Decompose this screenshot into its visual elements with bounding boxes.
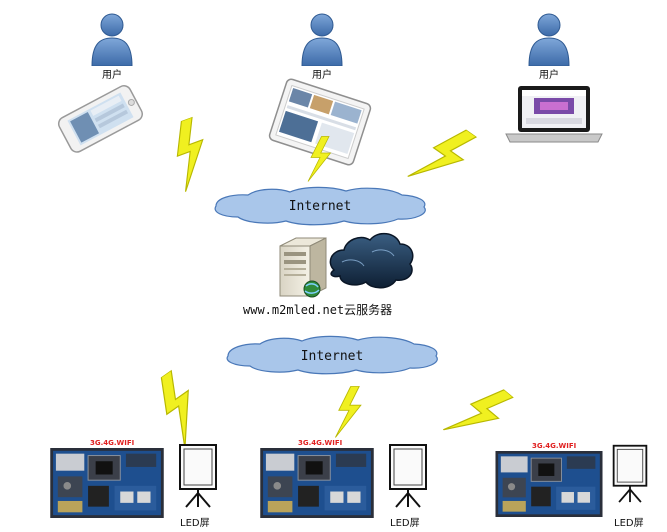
controller-board-1: 3G.4G.WIFI (49, 439, 165, 518)
user-label: 用户 (539, 68, 559, 81)
board-tag: 3G.4G.WIFI (90, 439, 134, 447)
internet-label: Internet (289, 199, 352, 214)
internet-label: Internet (301, 349, 364, 364)
board-icon (495, 451, 603, 517)
lightning-icon (442, 375, 516, 454)
lightning-icon (161, 115, 219, 193)
tablet-icon (268, 78, 372, 166)
led-screen-icon (178, 443, 218, 509)
user-2: 用户 (301, 13, 343, 81)
board-icon (49, 448, 165, 518)
internet-cloud-bottom: Internet (226, 335, 438, 375)
led-screen-icon (388, 443, 428, 509)
laptop-icon (505, 86, 603, 143)
user-icon (91, 13, 133, 66)
led-screen-label: LED屏 (390, 517, 420, 529)
led-screen-label: LED屏 (180, 517, 210, 529)
user-icon (301, 13, 343, 66)
board-tag: 3G.4G.WIFI (532, 442, 576, 450)
led-screen-2: LED屏 (388, 443, 428, 529)
lightning-icon (406, 116, 480, 198)
led-screen-label: LED屏 (614, 517, 644, 529)
user-icon (528, 13, 570, 66)
dark-cloud-icon (329, 232, 414, 289)
board-tag: 3G.4G.WIFI (298, 439, 342, 447)
user-label: 用户 (102, 68, 122, 81)
lightning-icon (142, 368, 216, 450)
controller-board-3: 3G.4G.WIFI (495, 442, 603, 517)
server-icon (279, 237, 327, 298)
board-icon (259, 448, 375, 518)
user-label: 用户 (312, 68, 332, 81)
controller-board-2: 3G.4G.WIFI (259, 439, 375, 518)
smartphone-icon (57, 85, 143, 153)
lightning-icon (334, 385, 362, 439)
led-screen-1: LED屏 (178, 443, 218, 529)
led-screen-icon (612, 444, 648, 504)
user-3: 用户 (528, 13, 570, 81)
user-1: 用户 (91, 13, 133, 81)
internet-cloud-top: Internet (214, 186, 426, 226)
server-label: www.m2mled.net云服务器 (243, 302, 392, 317)
led-screen-3: LED屏 (612, 444, 648, 529)
